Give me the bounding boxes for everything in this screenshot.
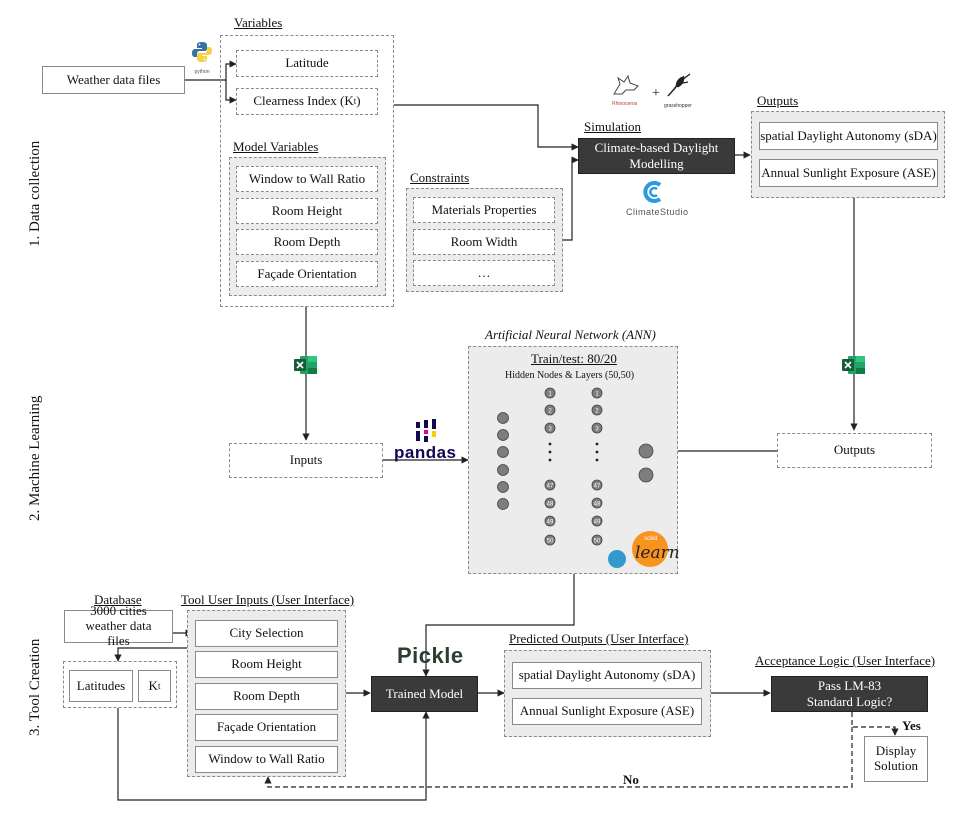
ann-title: Artificial Neural Network (ANN) — [485, 327, 656, 342]
arrow-no — [264, 727, 853, 788]
pandas-label: pandas — [394, 443, 457, 462]
climatestudio-label: ClimateStudio — [626, 207, 689, 217]
arrow-weather-to-latitude — [185, 60, 237, 81]
trained-model-box: Trained Model — [371, 676, 478, 712]
excel-icon — [842, 354, 866, 376]
clearness-index-text: Clearness Index (K — [253, 93, 354, 109]
latitudes-box: Latitudes — [69, 670, 133, 702]
predicted-title: Predicted Outputs (User Interface) — [509, 631, 689, 646]
arrow-variables-to-simulation — [394, 104, 579, 151]
model-variables-title: Model Variables — [233, 139, 319, 154]
yes-label: Yes — [902, 718, 921, 733]
ml-inputs-box: Inputs — [229, 443, 383, 478]
rhino-logo-text: Rhinoceros — [612, 101, 638, 107]
tool-inputs-title: Tool User Inputs (User Interface) — [181, 592, 355, 607]
grasshopper-logo-text: grasshopper — [664, 103, 692, 109]
grasshopper-icon — [667, 73, 691, 97]
constraint-room-width: Room Width — [413, 229, 555, 255]
output-sda: spatial Daylight Autonomy (sDA) — [759, 122, 938, 150]
stage-label-machine-learning: 2. Machine Learning — [27, 395, 43, 521]
sklearn-logo: scikit learn — [607, 531, 680, 571]
constraint-ellipsis: … — [413, 260, 555, 286]
sklearn-small-text: scikit — [644, 536, 658, 542]
rhino-icon — [613, 74, 639, 95]
stage-label-data-collection: 1. Data collection — [27, 140, 43, 247]
tool-input-window-wall-ratio[interactable]: Window to Wall Ratio — [195, 746, 338, 773]
no-label: No — [623, 772, 639, 787]
ann-hidden-nodes: Hidden Nodes & Layers (50,50) — [505, 370, 635, 381]
tool-input-facade-orientation[interactable]: Façade Orientation — [195, 714, 338, 741]
pandas-icon — [416, 419, 436, 442]
sklearn-big-text: learn — [635, 543, 680, 563]
predicted-sda: spatial Daylight Autonomy (sDA) — [512, 662, 702, 689]
display-solution-box: Display Solution — [864, 736, 928, 782]
climatestudio-icon — [643, 181, 662, 203]
ml-outputs-box: Outputs — [777, 433, 932, 468]
python-logo-text: python — [194, 69, 210, 75]
climatestudio-logo — [640, 180, 676, 204]
constraints-title: Constraints — [410, 170, 470, 185]
kt-text: K — [148, 677, 158, 693]
tool-input-city-selection[interactable]: City Selection — [195, 620, 338, 647]
variables-group — [220, 35, 394, 307]
excel-icon — [294, 354, 318, 376]
simulation-title: Simulation — [584, 119, 642, 134]
pickle-logo: Pickle — [397, 643, 464, 668]
clearness-index-close: ) — [356, 93, 361, 109]
grasshopper-logo: grasshopper — [664, 72, 704, 109]
model-var-room-depth: Room Depth — [236, 229, 378, 255]
plus-sign: + — [652, 86, 660, 101]
python-logo: python — [190, 40, 214, 75]
rhino-logo: Rhinoceros — [612, 74, 648, 107]
variable-latitude: Latitude — [236, 50, 378, 77]
arrow-constraints-to-simulation — [563, 156, 579, 241]
kt-sub: t — [157, 680, 161, 691]
python-icon — [192, 42, 212, 62]
tool-input-room-depth[interactable]: Room Depth — [195, 683, 338, 710]
model-var-window-wall-ratio: Window to Wall Ratio — [236, 166, 378, 192]
variables-title: Variables — [234, 15, 283, 30]
arrow-latitudes-to-trained — [117, 708, 430, 801]
ann-train-test: Train/test: 80/20 — [531, 351, 617, 366]
acceptance-box: Pass LM-83 Standard Logic? — [771, 676, 928, 712]
simulation-box: Climate-based Daylight Modelling — [578, 138, 735, 174]
arrow-weather-to-clearness — [225, 80, 237, 104]
output-ase: Annual Sunlight Exposure (ASE) — [759, 159, 938, 187]
clearness-index-sub: t — [353, 96, 357, 107]
arrow-yes — [851, 712, 899, 736]
weather-data-files-box: Weather data files — [42, 66, 185, 94]
acceptance-title: Acceptance Logic (User Interface) — [755, 653, 936, 668]
database-title: Database — [94, 592, 142, 607]
constraint-materials: Materials Properties — [413, 197, 555, 223]
sklearn-icon — [608, 531, 668, 568]
outputs-title: Outputs — [757, 93, 799, 108]
stage-label-tool-creation: 3. Tool Creation — [27, 638, 43, 736]
model-var-room-height: Room Height — [236, 198, 378, 224]
tool-input-room-height[interactable]: Room Height — [195, 651, 338, 678]
arrow-ann-to-trained — [422, 574, 575, 677]
latitudes-group — [63, 661, 177, 708]
predicted-ase: Annual Sunlight Exposure (ASE) — [512, 698, 702, 725]
database-box: 3000 cities weather data files — [64, 603, 173, 648]
pandas-logo: pandas — [394, 418, 456, 462]
model-var-facade-orientation: Façade Orientation — [236, 261, 378, 287]
